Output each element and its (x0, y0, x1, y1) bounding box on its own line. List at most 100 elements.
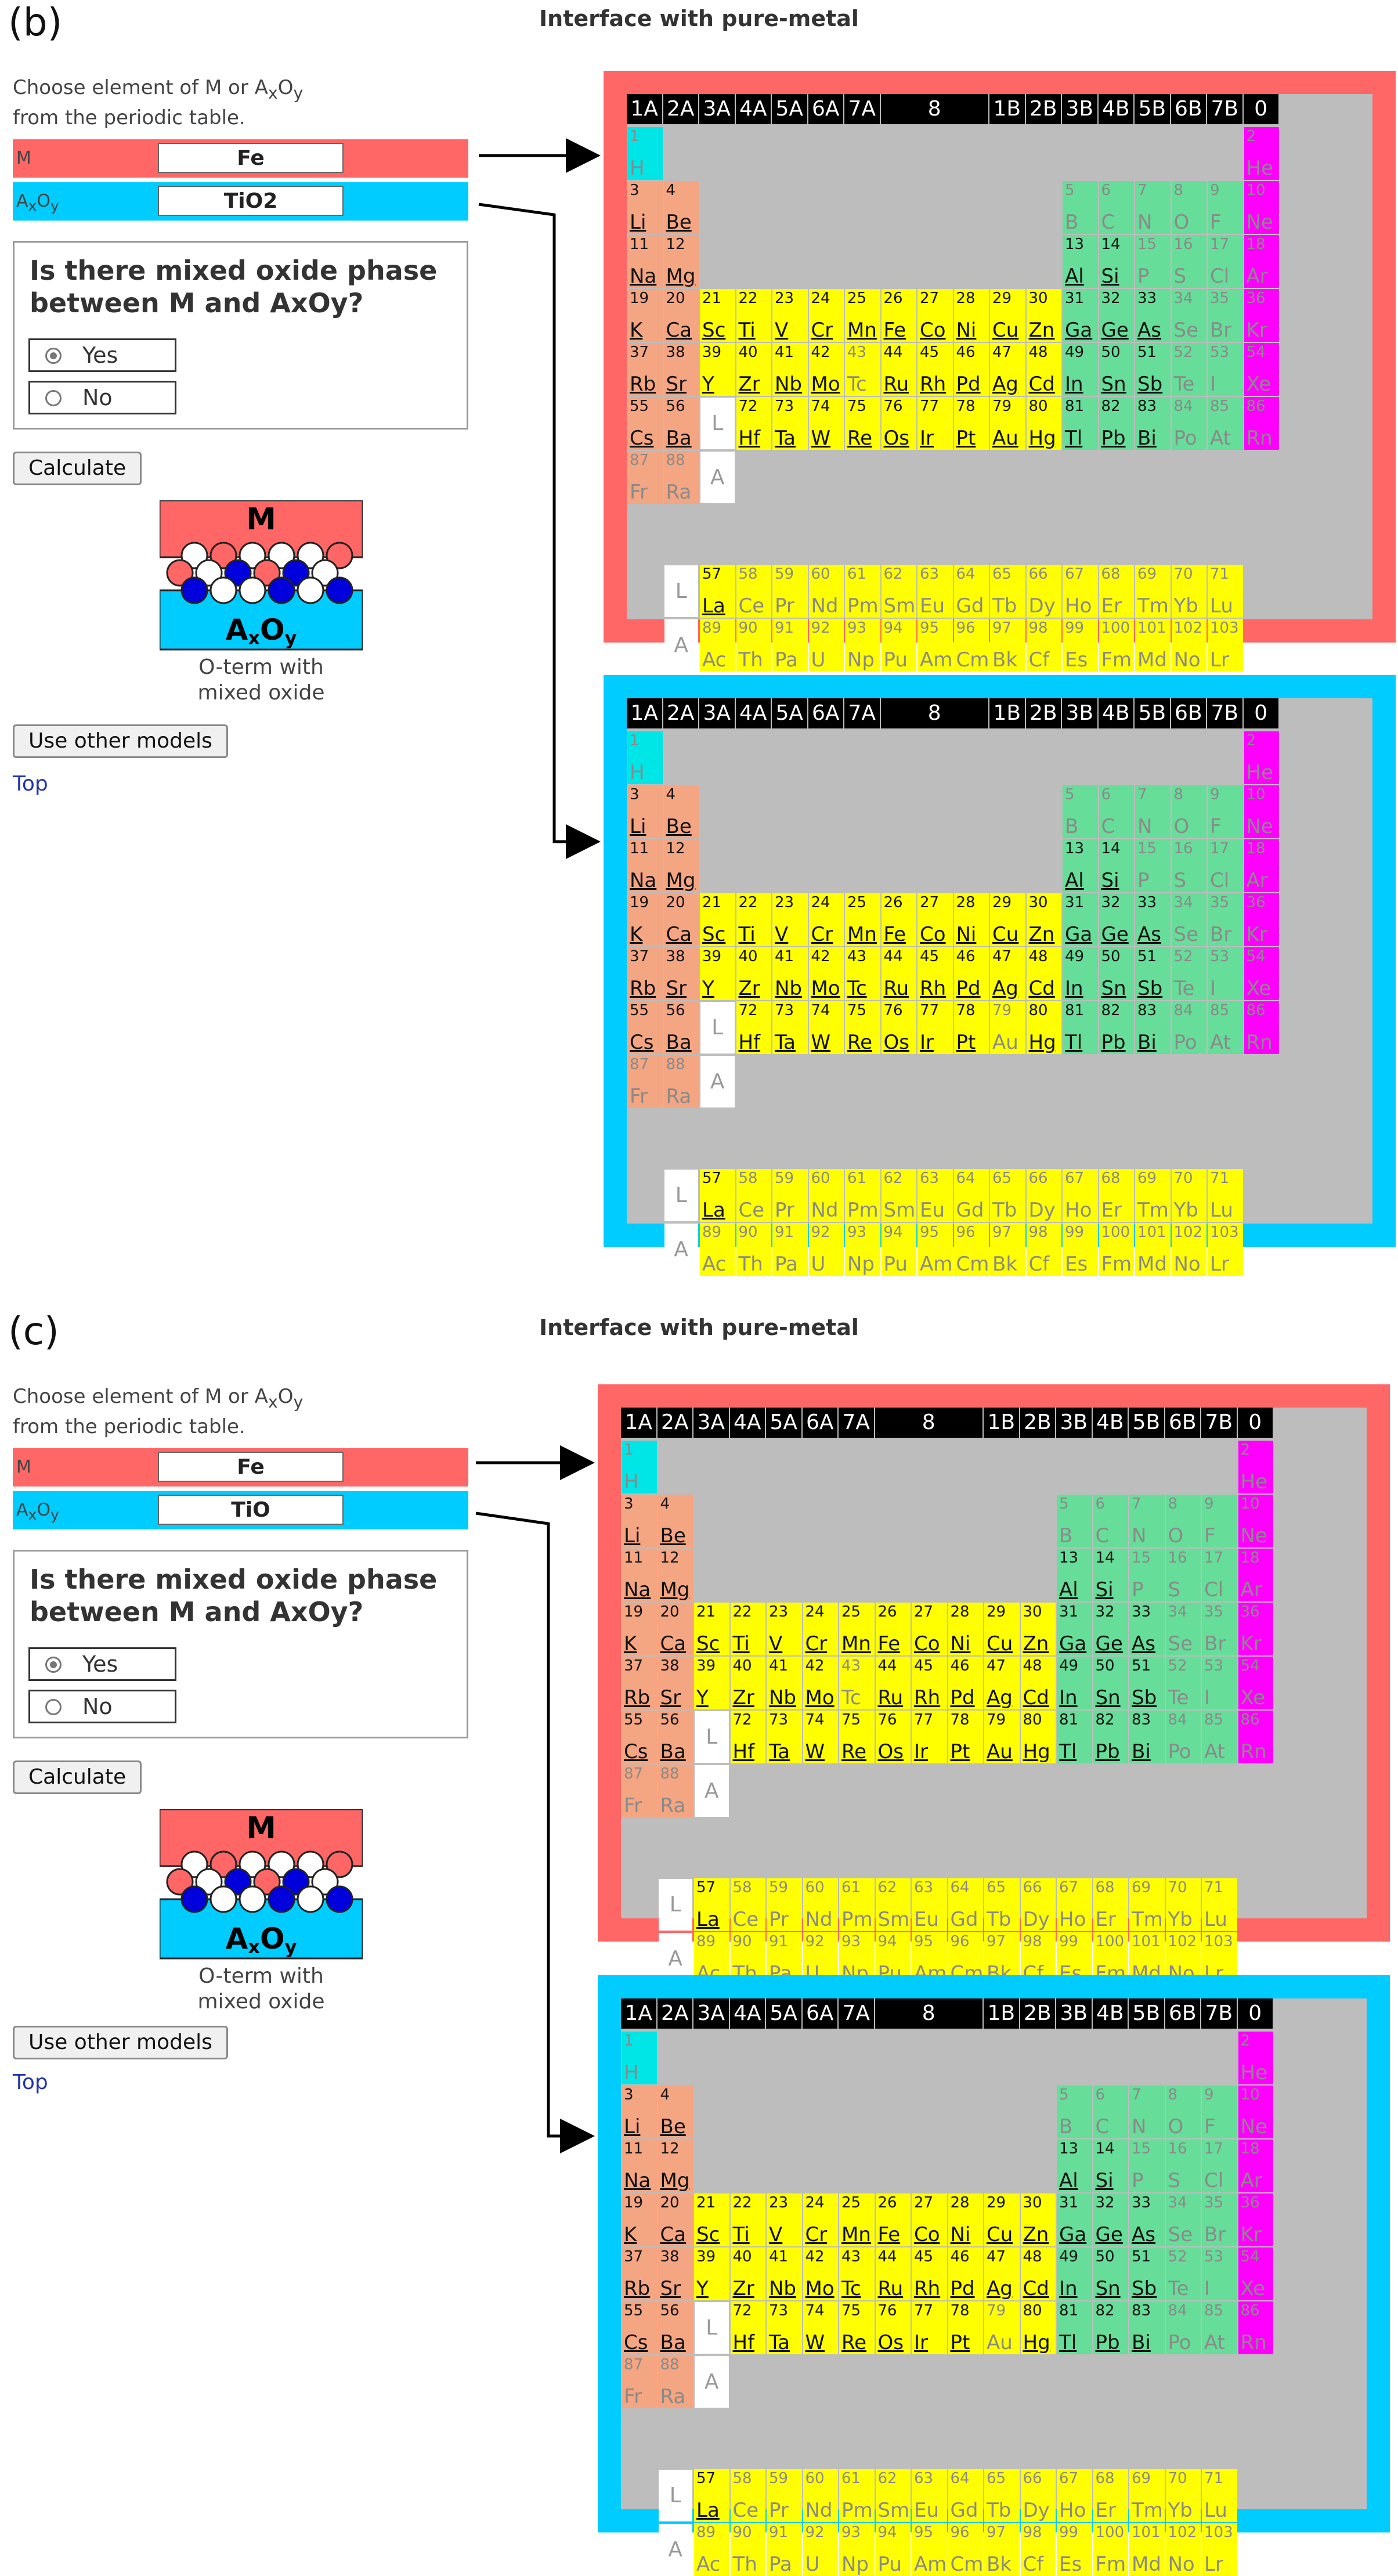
atomic-number: 10 (1246, 182, 1266, 199)
metal-input[interactable]: Fe (158, 143, 344, 173)
calculate-button[interactable]: Calculate (13, 452, 142, 485)
atomic-number: 35 (1210, 290, 1230, 307)
element-symbol: H (630, 761, 645, 784)
group-header: 1B (989, 698, 1026, 728)
element-symbol: N (1137, 211, 1153, 234)
choose-instructions: Choose element of M or AxOy from the per… (13, 76, 304, 129)
element-symbol: C (1101, 815, 1115, 838)
top-link[interactable]: Top (13, 772, 48, 796)
lanthanide-marker: L (664, 1170, 698, 1221)
interface-model-diagram: M AxOy (158, 499, 364, 651)
atomic-number: 30 (1028, 290, 1048, 307)
atomic-number: 65 (992, 565, 1012, 583)
atomic-number: 4 (666, 786, 676, 803)
element-symbol: V (775, 319, 789, 342)
group-header: 4B (1098, 94, 1135, 124)
yes-radio[interactable] (45, 348, 62, 364)
element-symbol: Lu (1210, 594, 1233, 618)
lanthanide-marker: L (664, 565, 698, 617)
atomic-number: 92 (811, 619, 830, 637)
group-header: 7B (1207, 698, 1244, 728)
element-symbol: Sc (702, 319, 726, 342)
element-symbol: B (1065, 211, 1079, 234)
element-symbol: Cd (1028, 373, 1055, 396)
element-symbol: F (1210, 211, 1222, 234)
element-symbol: Co (920, 319, 946, 342)
atomic-number: 61 (847, 565, 867, 583)
oxide-input[interactable]: TiO2 (158, 186, 344, 216)
oxide-arrow (475, 1511, 595, 2153)
element-symbol: B (1065, 815, 1079, 838)
atomic-number: 2 (1246, 128, 1256, 145)
no-radio-option[interactable]: No (28, 381, 176, 414)
yes-radio-option[interactable]: Yes (28, 338, 176, 372)
atomic-number: 79 (992, 398, 1012, 415)
no-radio[interactable] (45, 390, 62, 406)
element-symbol: P (1137, 265, 1150, 288)
connector-arrows (475, 1445, 595, 2153)
use-other-models-button[interactable]: Use other models (13, 724, 228, 758)
panel-b: (b) Interface with pure-metal Choose ele… (8, 0, 1396, 1276)
